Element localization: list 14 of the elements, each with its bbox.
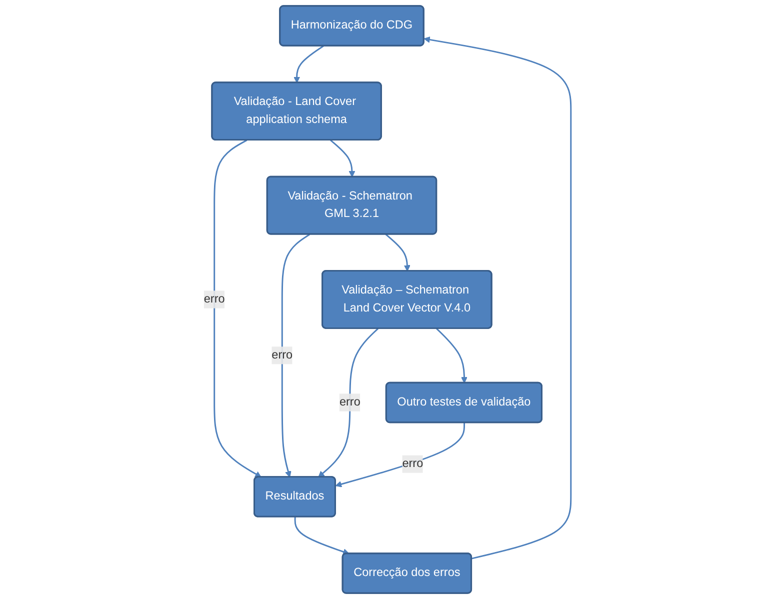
- arrow: [282, 234, 310, 478]
- arrow: [436, 328, 468, 384]
- edge-label: erro: [272, 348, 293, 362]
- edge-label: erro: [340, 396, 360, 408]
- arrow: [214, 140, 262, 478]
- arrow: [424, 36, 572, 560]
- arrow: [330, 140, 356, 178]
- arrow: [294, 45, 324, 84]
- arrow: [385, 234, 411, 272]
- arrow: [318, 328, 379, 478]
- arrow: [294, 516, 350, 555]
- edge-label: erro: [204, 292, 225, 306]
- edge-label: erro: [402, 457, 424, 470]
- arrow: [335, 422, 466, 488]
